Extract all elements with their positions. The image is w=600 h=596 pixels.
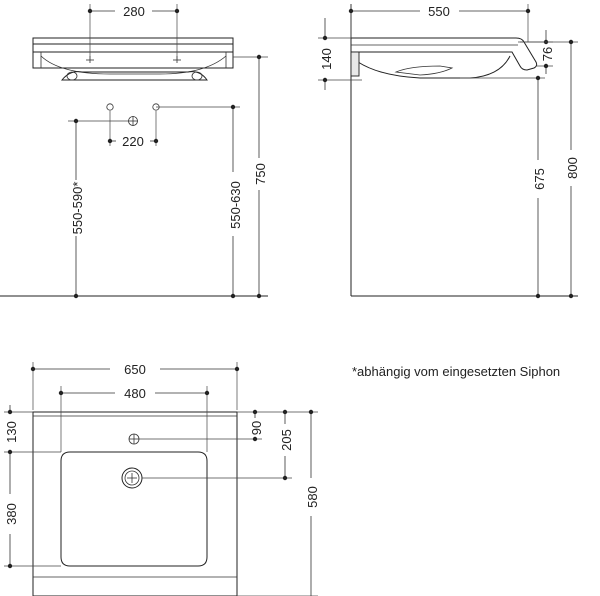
dim-siphon-height: 550-630 — [228, 181, 243, 229]
front-basin-body — [32, 37, 234, 69]
dim-drain-from-front: 205 — [279, 429, 294, 451]
dim-width: 650 — [124, 362, 146, 377]
side-basin-profile — [350, 37, 538, 71]
dim-depth: 550 — [428, 4, 450, 19]
dim-total-depth: 580 — [305, 486, 320, 508]
dim-tap-offset: 130 — [4, 421, 19, 443]
dim-waste-height: 550-590* — [70, 182, 85, 235]
dim-support-height: 675 — [532, 168, 547, 190]
front-view: 280 220 550-590* 550-630 — [0, 4, 268, 299]
dim-bowl-height: 140 — [319, 48, 334, 70]
top-view: 650 480 130 380 90 205 — [4, 362, 320, 596]
siphon-note: *abhängig vom eingesetzten Siphon — [352, 364, 560, 379]
dim-tap-spacing: 280 — [123, 4, 145, 19]
dim-tap-from-front: 90 — [249, 421, 264, 435]
dim-waste-spacing: 220 — [122, 134, 144, 149]
dim-rim-thickness: 76 — [540, 47, 555, 61]
dim-bowl-depth: 380 — [4, 503, 19, 525]
dim-inner-width: 480 — [124, 386, 146, 401]
top-bowl-outline — [60, 451, 208, 567]
top-basin-outline — [32, 411, 238, 596]
side-view: 550 140 76 675 800 — [318, 4, 580, 299]
dim-total-height: 800 — [565, 157, 580, 179]
dim-rim-height: 750 — [253, 163, 268, 185]
